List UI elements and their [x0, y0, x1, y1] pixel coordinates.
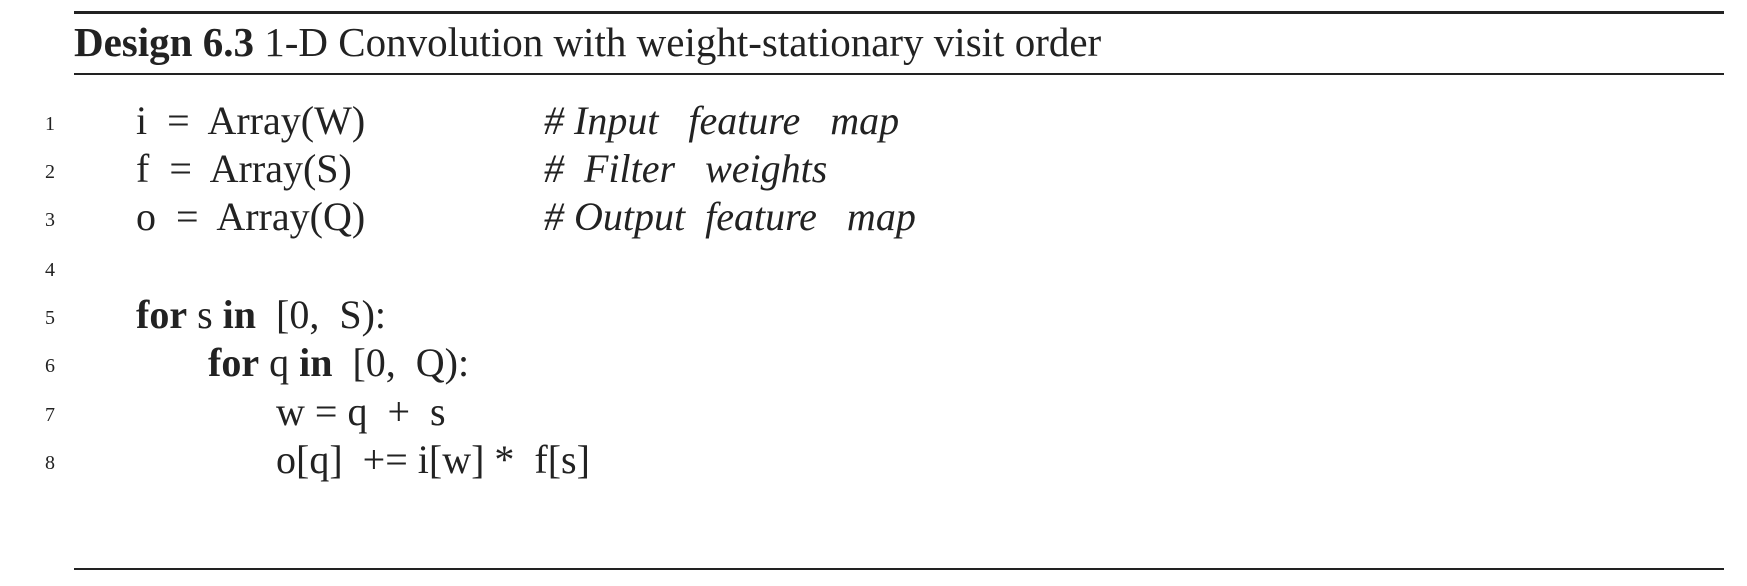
- code-comment: # Filter weights: [544, 146, 828, 191]
- bottom-rule: [74, 568, 1724, 570]
- code-line-8: 8 o[q] += i[w] * f[s]: [45, 436, 1724, 486]
- keyword-in: in: [299, 340, 333, 385]
- code-line-5: 5 for s in [0, S):: [45, 291, 1724, 341]
- loop-range: [0, S):: [256, 292, 387, 337]
- line-number: 6: [45, 355, 55, 377]
- keyword-for: for: [136, 292, 188, 337]
- code-line-6: 6 for q in [0, Q):: [45, 339, 1724, 389]
- line-number: 2: [45, 161, 55, 183]
- line-number: 7: [45, 404, 55, 426]
- keyword-for: for: [208, 340, 260, 385]
- line-number: 5: [45, 307, 55, 329]
- line-number: 3: [45, 209, 55, 231]
- line-number: 1: [45, 113, 55, 135]
- line-number: 4: [45, 259, 55, 281]
- code-line-4: 4: [45, 243, 1724, 293]
- code-statement: i = Array(W): [136, 98, 366, 143]
- loop-variable: s: [187, 292, 223, 337]
- keyword-in: in: [222, 292, 257, 337]
- loop-variable: q: [259, 340, 300, 385]
- code-statement: o[q] += i[w] * f[s]: [276, 437, 590, 482]
- caption-label: Design 6.3: [74, 19, 254, 65]
- top-rule: [74, 11, 1724, 14]
- code-line-1: 1 i = Array(W) # Input feature map: [45, 97, 1724, 147]
- loop-range: [0, Q):: [332, 340, 470, 385]
- code-line-7: 7 w = q + s: [45, 388, 1724, 438]
- code-line-2: 2 f = Array(S) # Filter weights: [45, 145, 1724, 195]
- code-statement: o = Array(Q): [136, 194, 366, 239]
- algorithm-box: Design 6.3 1-D Convolution with weight-s…: [45, 11, 1724, 571]
- caption-title: 1-D Convolution with weight-stationary v…: [264, 19, 1102, 65]
- code-statement: f = Array(S): [136, 146, 352, 191]
- code-comment: # Output feature map: [544, 194, 916, 239]
- code-statement: w = q + s: [276, 389, 446, 434]
- algorithm-caption: Design 6.3 1-D Convolution with weight-s…: [74, 15, 1101, 69]
- caption-rule: [74, 73, 1724, 75]
- for-statement: for s in [0, S):: [136, 291, 386, 339]
- code-line-3: 3 o = Array(Q) # Output feature map: [45, 193, 1724, 243]
- line-number: 8: [45, 452, 55, 474]
- for-statement: for q in [0, Q):: [208, 339, 469, 387]
- code-comment: # Input feature map: [544, 98, 900, 143]
